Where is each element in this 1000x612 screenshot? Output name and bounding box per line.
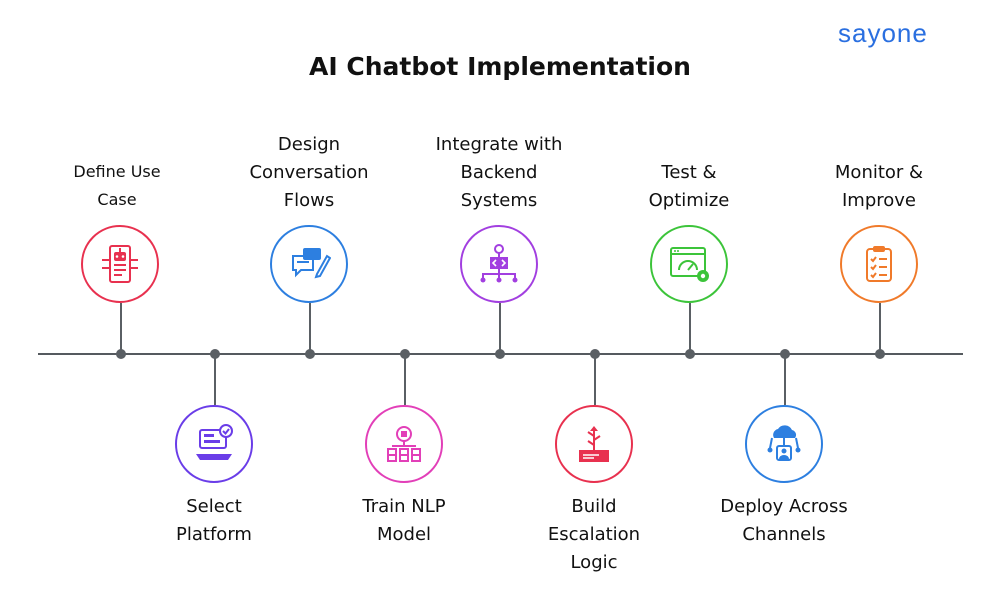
timeline-dot <box>685 349 695 359</box>
escalation-tree-icon <box>579 426 609 462</box>
timeline-dot <box>116 349 126 359</box>
timeline-dot <box>210 349 220 359</box>
timeline-dot <box>780 349 790 359</box>
step-label-monitor-improve: Monitor &Improve <box>834 162 924 211</box>
timeline-connector <box>404 355 406 405</box>
step-icon-circle <box>81 225 159 303</box>
timeline-connector <box>214 355 216 405</box>
step-icon-circle <box>460 225 538 303</box>
timeline-connector <box>120 303 122 353</box>
timeline-connector <box>879 303 881 353</box>
step-icon-circle <box>650 225 728 303</box>
step-icon-circle <box>175 405 253 483</box>
gauge-gear-icon <box>670 247 709 282</box>
timeline-connector <box>594 355 596 405</box>
step-icon-circle <box>745 405 823 483</box>
timeline-connector <box>689 303 691 353</box>
step-label-test-optimize: Test &Optimize <box>648 162 730 211</box>
timeline-dot <box>875 349 885 359</box>
step-icon-circle <box>365 405 443 483</box>
brand-logo: sayone <box>838 18 928 48</box>
timeline-connector <box>499 303 501 353</box>
page-title: AI Chatbot Implementation <box>309 52 691 81</box>
robot-document-icon <box>102 245 138 283</box>
laptop-check-icon <box>196 424 233 460</box>
step-icon-circle <box>840 225 918 303</box>
timeline-dot <box>495 349 505 359</box>
timeline-connector <box>309 303 311 353</box>
cloud-deploy-icon <box>767 425 801 461</box>
step-icon-circle <box>270 225 348 303</box>
clipboard-checklist-icon <box>866 246 892 282</box>
timeline-dot <box>305 349 315 359</box>
timeline-dot <box>590 349 600 359</box>
code-network-icon <box>480 244 518 283</box>
chat-pencil-icon <box>292 248 331 279</box>
timeline-connector <box>784 355 786 405</box>
timeline-dot <box>400 349 410 359</box>
step-icon-circle <box>555 405 633 483</box>
neural-network-icon <box>387 426 421 462</box>
